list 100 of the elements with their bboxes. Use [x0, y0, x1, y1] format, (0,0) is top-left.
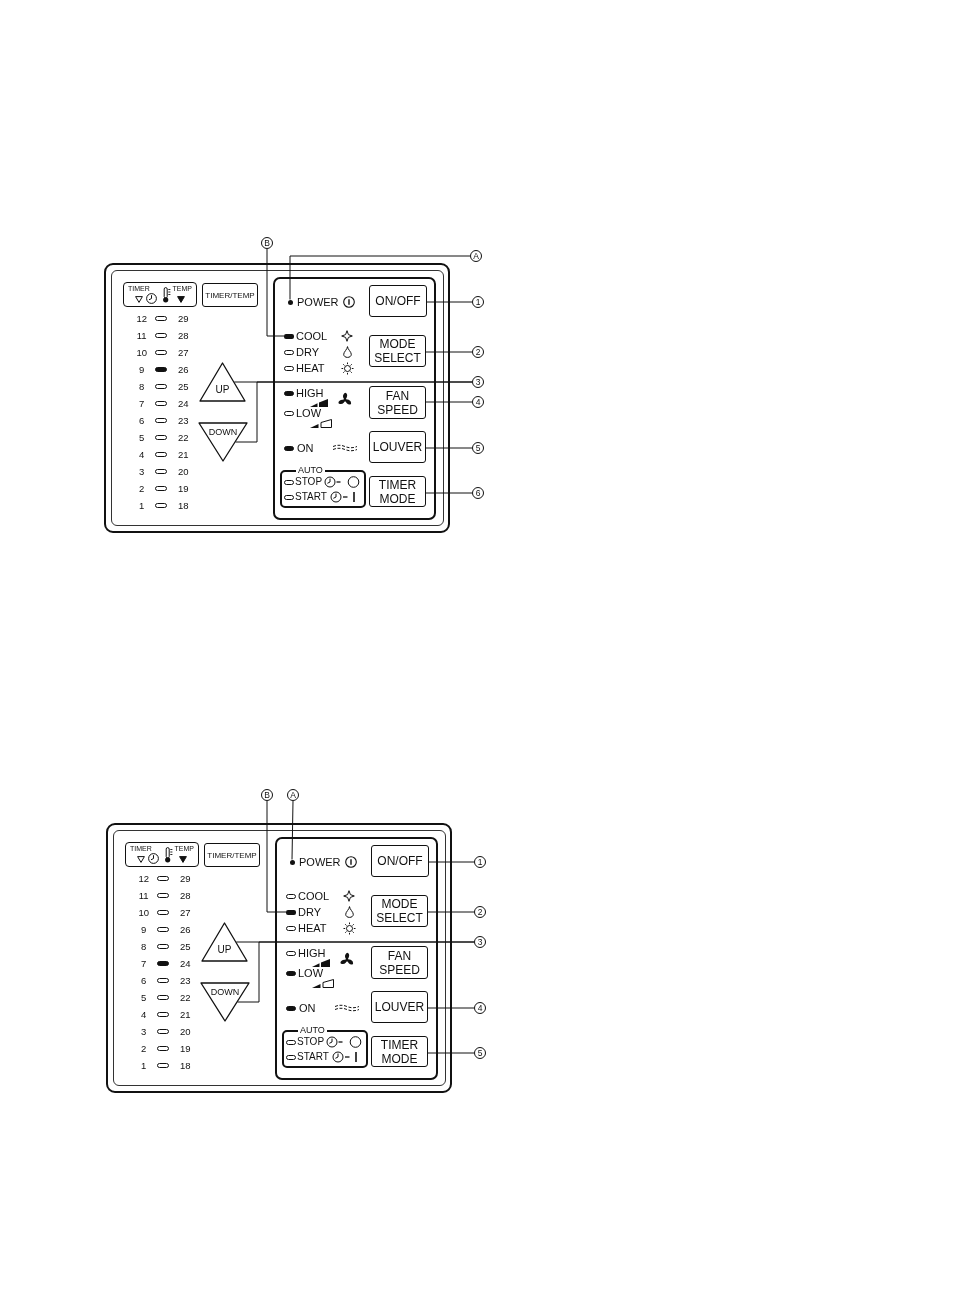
scale-number: 26 [178, 364, 189, 375]
scale-number: 23 [178, 415, 189, 426]
callout-number: 2 [472, 346, 484, 358]
scale-number: 27 [180, 907, 191, 918]
scale-number: 21 [180, 1010, 191, 1020]
control-button: ON/OFF [371, 845, 429, 877]
indicator-label: HIGH [298, 947, 326, 959]
scale-number: 7 [140, 958, 148, 969]
control-button: FAN SPEED [369, 386, 426, 419]
leader-line [427, 1007, 475, 1009]
scale-number: 2 [140, 1044, 148, 1054]
callout-number: 2 [474, 906, 486, 918]
scale-number: 12 [137, 873, 150, 884]
scale-number: 8 [138, 381, 146, 392]
scale-number: 19 [180, 1044, 191, 1054]
scale-number: 29 [180, 873, 191, 884]
callout-letter: A [470, 250, 482, 262]
scale-number: 1 [140, 1061, 148, 1071]
led-indicator-icon [286, 909, 296, 915]
scale-number: 2 [138, 484, 146, 494]
leader-line [289, 255, 471, 300]
led-indicator-icon [284, 333, 294, 339]
indicator-label: LOW [296, 407, 322, 419]
triangle-button: UP [201, 922, 248, 962]
group-heading: AUTO [298, 1025, 327, 1035]
indicator-label: DRY [298, 906, 322, 918]
triangle-button: DOWN [198, 422, 248, 462]
scale-number: 6 [140, 975, 148, 986]
scale-number: 18 [180, 1061, 191, 1071]
scale-number: 20 [178, 467, 189, 477]
scale-number: 10 [137, 907, 150, 918]
leader-line [427, 1052, 475, 1054]
scale-number: 22 [178, 432, 189, 443]
callout-number: 6 [472, 487, 484, 499]
scale-number: 1 [138, 501, 146, 511]
control-button: TIMER/TEMP [202, 283, 258, 307]
indicator-label: STOP [295, 477, 323, 487]
control-button: MODE SELECT [369, 335, 426, 367]
triangle-button: UP [199, 362, 246, 402]
control-button: LOUVER [371, 991, 428, 1023]
scale-number: 25 [180, 941, 191, 952]
scale-number: 8 [140, 941, 148, 952]
callout-number: 3 [472, 376, 484, 388]
scale-header [125, 842, 199, 867]
scale-number: 11 [135, 330, 148, 341]
leader-line [427, 911, 475, 913]
scale-number: 24 [180, 958, 191, 969]
indicator-label: COOL [298, 890, 330, 902]
indicator-label: DRY [296, 346, 320, 358]
scale-number: 20 [180, 1027, 191, 1037]
scale-number: 25 [178, 381, 189, 392]
indicator-label: ON [299, 1002, 316, 1014]
leader-line [425, 492, 473, 494]
callout-letter: A [287, 789, 299, 801]
scale-number: 9 [138, 364, 146, 375]
callout-number: 4 [472, 396, 484, 408]
indicator-label: POWER [297, 296, 339, 308]
control-button: MODE SELECT [371, 895, 428, 927]
control-button: TIMER/TEMP [204, 843, 260, 867]
scale-number: 12 [135, 313, 148, 324]
leader-line [291, 800, 294, 860]
indicator-label: LOW [298, 967, 324, 979]
scale-number: 18 [178, 501, 189, 511]
callout-number: 1 [472, 296, 484, 308]
callout-number: 3 [474, 936, 486, 948]
scale-number: 26 [180, 924, 191, 935]
indicator-label: START [295, 492, 327, 502]
callout-number: 5 [474, 1047, 486, 1059]
leader-line [425, 447, 473, 449]
control-button: TIMER MODE [371, 1036, 428, 1067]
indicator-label: HEAT [298, 922, 327, 934]
scale-number: 24 [178, 398, 189, 409]
leader-line [426, 301, 473, 303]
control-button: ON/OFF [369, 285, 427, 317]
callout-letter: B [261, 789, 273, 801]
scale-number: 5 [138, 432, 146, 443]
leader-line [425, 351, 473, 353]
control-button: TIMER MODE [369, 476, 426, 507]
indicator-label: START [297, 1052, 329, 1062]
scale-number: 19 [178, 484, 189, 494]
scale-number: 28 [180, 890, 191, 901]
indicator-label: COOL [296, 330, 328, 342]
control-button: LOUVER [369, 431, 426, 463]
callout-letter: B [261, 237, 273, 249]
callout-number: 1 [474, 856, 486, 868]
leader-line [235, 381, 473, 443]
scale-number: 7 [138, 398, 146, 409]
leader-line [425, 401, 473, 403]
indicator-label: STOP [297, 1037, 325, 1047]
leader-line [428, 861, 475, 863]
scale-number: 22 [180, 992, 191, 1003]
indicator-label: ON [297, 442, 314, 454]
triangle-button: DOWN [200, 982, 250, 1022]
scale-number: 6 [138, 415, 146, 426]
scale-number: 9 [140, 924, 148, 935]
scale-number: 28 [178, 330, 189, 341]
callout-number: 5 [472, 442, 484, 454]
leader-line [237, 941, 475, 1003]
scale-number: 10 [135, 347, 148, 358]
scale-header [123, 282, 197, 307]
